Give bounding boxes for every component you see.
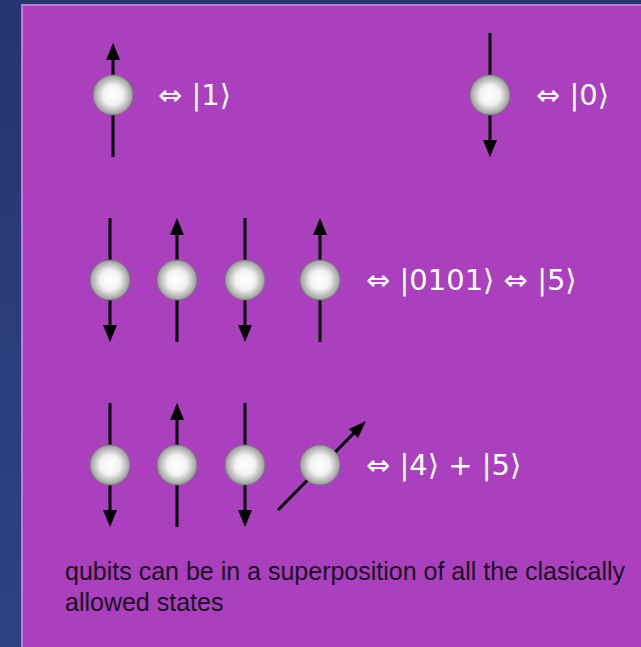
- qubit-sphere: [90, 445, 130, 485]
- panel: [22, 5, 641, 647]
- state-label: ⇔ |1⟩: [158, 78, 231, 113]
- arrow-head: [103, 325, 117, 342]
- qubit-sphere: [225, 260, 265, 300]
- arrow-head: [170, 403, 184, 420]
- qubit-sphere: [90, 260, 130, 300]
- arrow-head: [238, 510, 252, 527]
- state-label: ⇔ |0⟩: [536, 78, 609, 113]
- arrow-head: [313, 218, 327, 235]
- arrow-head: [170, 218, 184, 235]
- arrow-head: [483, 140, 497, 157]
- qubit-sphere: [93, 75, 133, 115]
- qubit-sphere: [157, 445, 197, 485]
- qubit-sphere: [300, 260, 340, 300]
- qubit-sphere: [470, 75, 510, 115]
- state-label: ⇔ |0101⟩ ⇔ |5⟩: [366, 263, 577, 298]
- qubit-sphere: [300, 445, 340, 485]
- spin-diagonal-line: [278, 433, 354, 510]
- qubit-sphere: [225, 445, 265, 485]
- arrow-head: [103, 510, 117, 527]
- arrow-head: [349, 421, 366, 438]
- arrow-head: [238, 325, 252, 342]
- caption: qubits can be in a superposition of all …: [65, 556, 630, 619]
- qubit-sphere: [157, 260, 197, 300]
- state-label: ⇔ |4⟩ + |5⟩: [366, 448, 521, 483]
- arrow-head: [106, 43, 120, 60]
